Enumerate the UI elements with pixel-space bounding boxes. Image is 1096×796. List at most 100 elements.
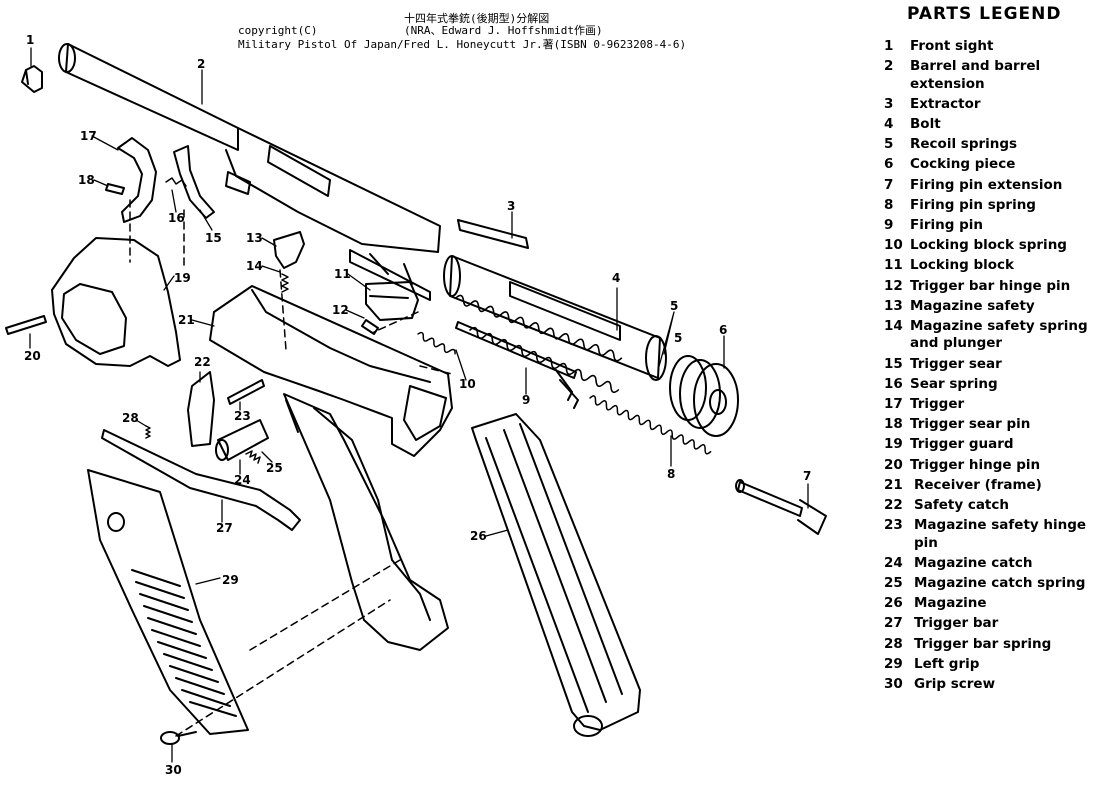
legend-item: 8 Firing pin spring: [884, 197, 1090, 215]
callout-20: 20: [24, 349, 41, 363]
legend-item-label: Extractor: [910, 95, 981, 112]
callout-12: 12: [332, 303, 349, 317]
legend-item-number: 5: [884, 136, 894, 153]
legend-item-number: 15: [884, 355, 903, 372]
legend-item-label: Trigger bar hinge pin: [910, 277, 1071, 294]
legend-item-number: 1: [884, 38, 894, 54]
callout-17: 17: [80, 129, 97, 143]
legend-item-number: 17: [884, 396, 903, 412]
callout-16: 16: [168, 211, 185, 225]
legend-item-number: 29: [884, 655, 903, 672]
legend-item-label: Safety catch: [914, 496, 1009, 513]
legend-item-label: Grip screw: [914, 675, 996, 692]
legend-item: 27 Trigger bar: [884, 615, 1090, 633]
trigger-part: [117, 137, 157, 223]
exploded-view-diagram: 1 2 3 4 5 5 6 7 8 9 10 11 12 13 14 15 16…: [5, 33, 827, 777]
legend-item-label: Barrel and barrel extension: [910, 58, 1041, 92]
magazine-catch-part: [215, 419, 269, 461]
legend-item-label: Front sight: [910, 38, 994, 54]
legend-item-number: 4: [884, 116, 894, 133]
legend-item: 15 Trigger sear: [884, 356, 1090, 374]
front-sight-part: [21, 65, 43, 93]
callout-11: 11: [334, 267, 351, 281]
magazine-safety-spring-part: [281, 273, 289, 293]
source-citation: Military Pistol Of Japan/Fred L. Honeycu…: [238, 38, 687, 51]
callout-8: 8: [667, 467, 675, 481]
legend-item: 22 Safety catch: [884, 497, 1090, 515]
legend-item-number: 6: [884, 156, 894, 173]
legend-item: 4 Bolt: [884, 116, 1090, 134]
callout-25: 25: [266, 461, 283, 475]
callout-15: 15: [205, 231, 222, 245]
callout-19: 19: [174, 271, 191, 285]
callout-14: 14: [246, 259, 263, 273]
legend-item-number: 30: [884, 675, 903, 692]
legend-item-number: 20: [884, 456, 903, 473]
legend-item-number: 22: [884, 496, 903, 513]
magazine-safety-hinge-pin-part: [227, 379, 265, 405]
legend-item-number: 10: [884, 237, 903, 254]
leader-lines: [29, 47, 809, 763]
trigger-bar-part: [101, 429, 301, 531]
legend-item-number: 8: [884, 196, 894, 213]
sear-spring-part: [165, 177, 187, 187]
callout-21: 21: [178, 313, 195, 327]
legend-item-number: 27: [884, 615, 903, 632]
legend-item-label: Trigger bar spring: [914, 635, 1052, 652]
callout-27: 27: [216, 521, 233, 535]
bolt-part: [443, 255, 667, 409]
assembly-guide-lines: [129, 199, 453, 737]
legend-item-number: 26: [884, 595, 903, 612]
legend-item-number: 28: [884, 635, 903, 652]
firing-pin-part: [455, 321, 577, 401]
illustrator-credit: (NRA、Edward J. Hoffshmidt作画): [404, 24, 603, 37]
magazine-safety-part: [273, 231, 305, 269]
callout-9: 9: [522, 393, 530, 407]
grip-screw-part: [160, 731, 197, 745]
callout-30: 30: [165, 763, 182, 777]
legend-item-label: Magazine: [914, 595, 987, 612]
callout-6: 6: [719, 323, 727, 337]
trigger-sear-pin-part: [105, 183, 125, 195]
trigger-bar-spring-part: [145, 425, 151, 439]
legend-item-number: 16: [884, 375, 903, 392]
cocking-piece-part: [669, 355, 739, 437]
barrel-part: [58, 43, 441, 301]
legend-item-number: 11: [884, 257, 903, 274]
callout-22: 22: [194, 355, 211, 369]
legend-item-label: Trigger guard: [910, 436, 1014, 453]
extractor-part: [457, 219, 529, 249]
trigger-guard-part: [51, 237, 181, 367]
legend-item-label: Firing pin: [910, 217, 984, 233]
callout-10: 10: [459, 377, 476, 391]
legend-item-label: Trigger bar: [914, 615, 999, 632]
diagram-title: 十四年式拳銃(後期型)分解図: [404, 12, 550, 25]
locking-block-part: [365, 281, 419, 321]
callout-23: 23: [234, 409, 251, 423]
legend-item-label: Firing pin spring: [910, 196, 1036, 213]
callout-28: 28: [122, 411, 139, 425]
legend-heading: PARTS LEGEND: [907, 4, 1062, 24]
legend-item-number: 23: [884, 517, 903, 534]
legend-item-label: Magazine catch: [914, 554, 1033, 571]
callout-13: 13: [246, 231, 263, 245]
legend-item-number: 18: [884, 416, 903, 433]
copyright-text: copyright(C): [238, 24, 318, 37]
legend-item-label: Magazine safety hinge pin: [914, 517, 1087, 551]
legend-item: 1 Front sight: [884, 38, 1090, 56]
trigger-hinge-pin-part: [5, 315, 47, 335]
legend-item-label: Trigger sear: [910, 355, 1002, 372]
legend-item-label: Bolt: [910, 116, 941, 133]
